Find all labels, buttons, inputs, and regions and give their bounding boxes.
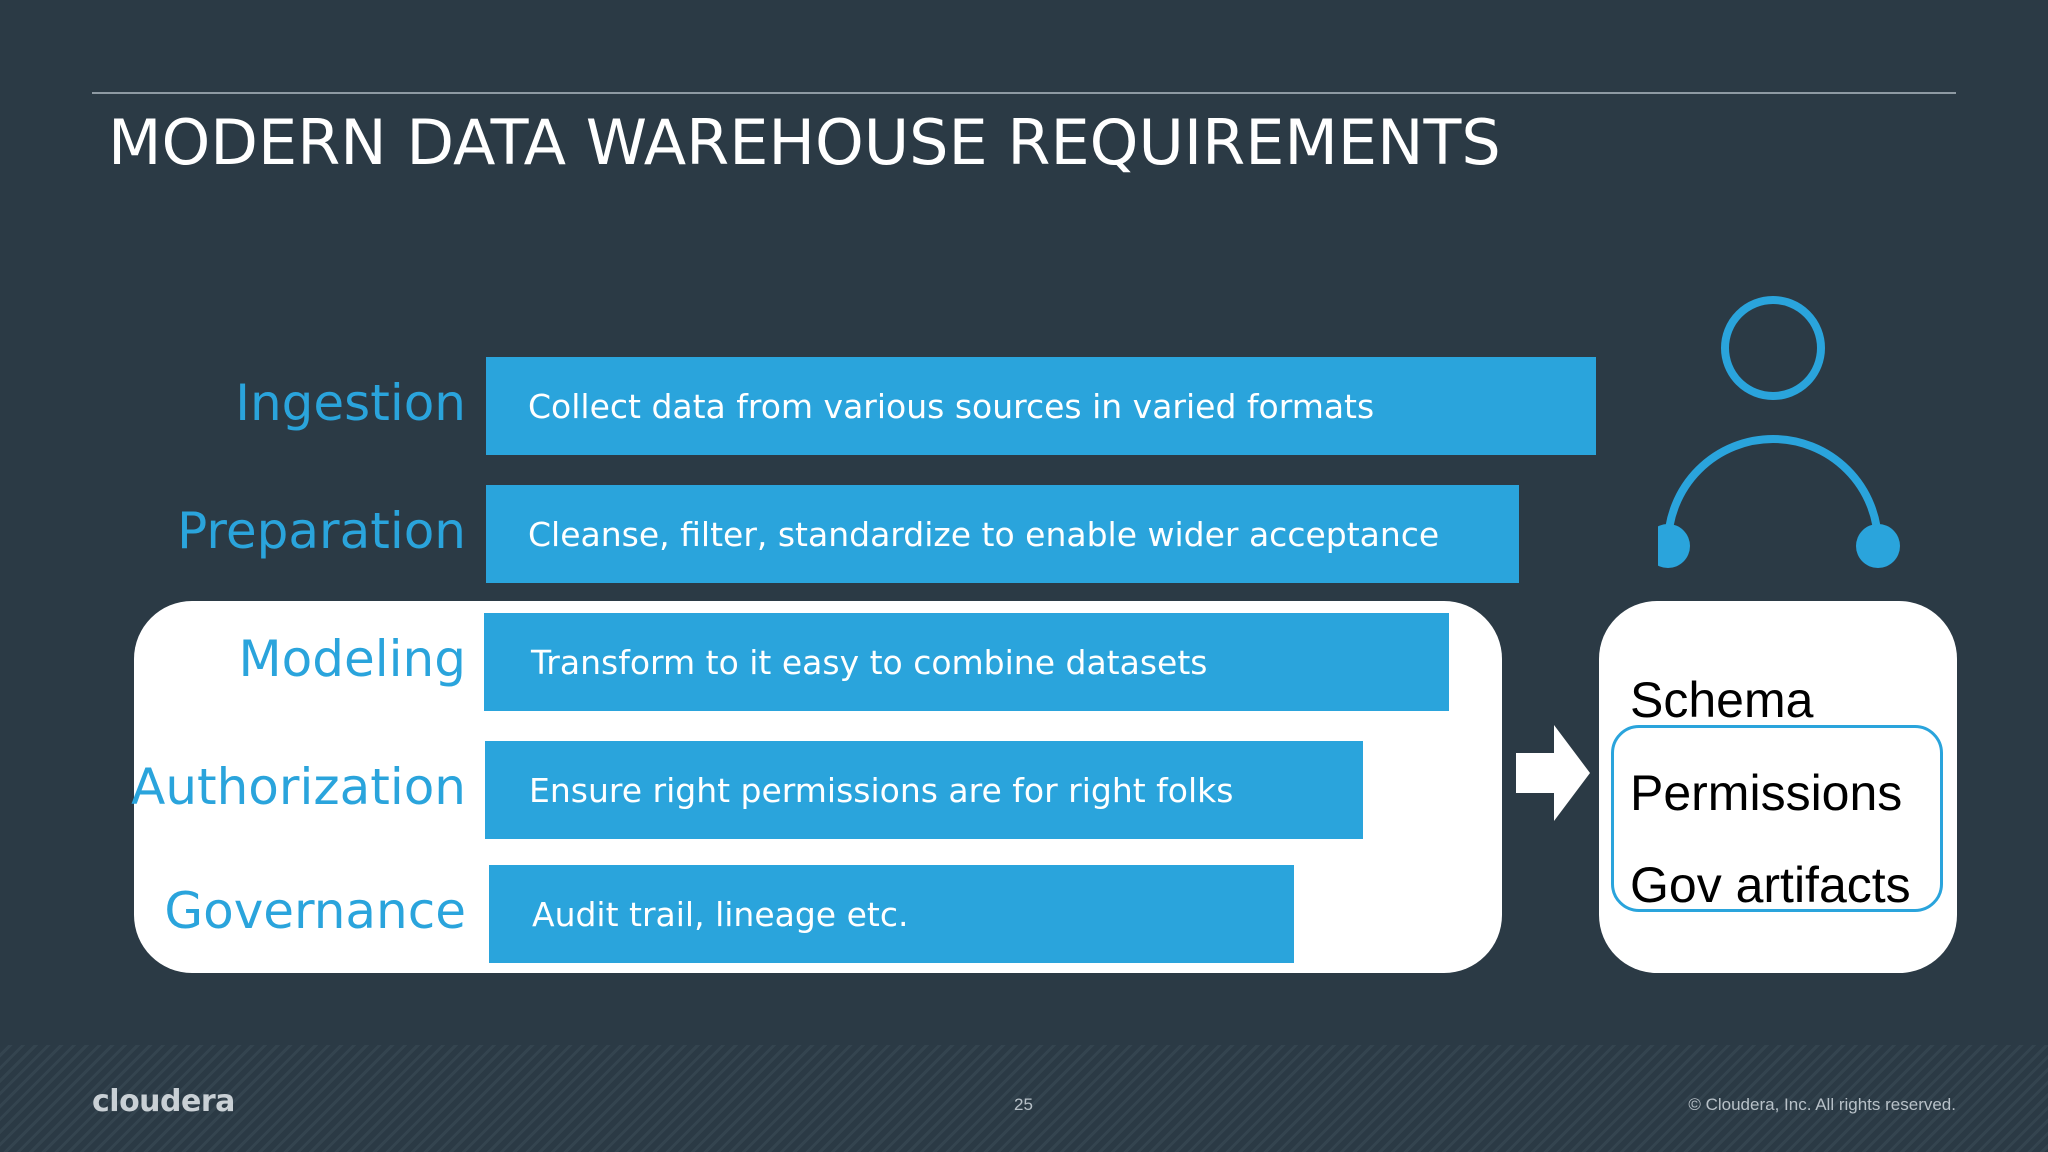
stage-label-modeling: Modeling — [238, 630, 466, 688]
stage-bar-ingestion: Collect data from various sources in var… — [486, 357, 1596, 455]
stage-bar-modeling: Transform to it easy to combine datasets — [484, 613, 1449, 711]
output-schema: Schema — [1630, 672, 1814, 728]
footer-band — [0, 1045, 2048, 1152]
user-icon — [1658, 296, 1900, 568]
slide-title: MODERN DATA WAREHOUSE REQUIREMENTS — [108, 106, 1501, 179]
stage-label-ingestion: Ingestion — [235, 374, 466, 432]
right-arrow-icon — [1516, 725, 1590, 821]
outputs-highlight-box — [1611, 725, 1943, 912]
output-permissions: Permissions — [1630, 765, 1903, 821]
copyright-notice: © Cloudera, Inc. All rights reserved. — [1688, 1095, 1956, 1114]
output-gov-artifacts: Gov artifacts — [1630, 857, 1911, 913]
stage-label-preparation: Preparation — [177, 502, 466, 560]
stage-bar-governance: Audit trail, lineage etc. — [489, 865, 1294, 963]
cloudera-logo: cloudera — [92, 1084, 235, 1119]
stage-label-authorization: Authorization — [131, 758, 466, 816]
title-rule — [92, 92, 1956, 94]
page-number: 25 — [1014, 1095, 1033, 1114]
stage-label-governance: Governance — [164, 882, 466, 940]
stage-bar-authorization: Ensure right permissions are for right f… — [485, 741, 1363, 839]
stage-bar-preparation: Cleanse, filter, standardize to enable w… — [486, 485, 1519, 583]
